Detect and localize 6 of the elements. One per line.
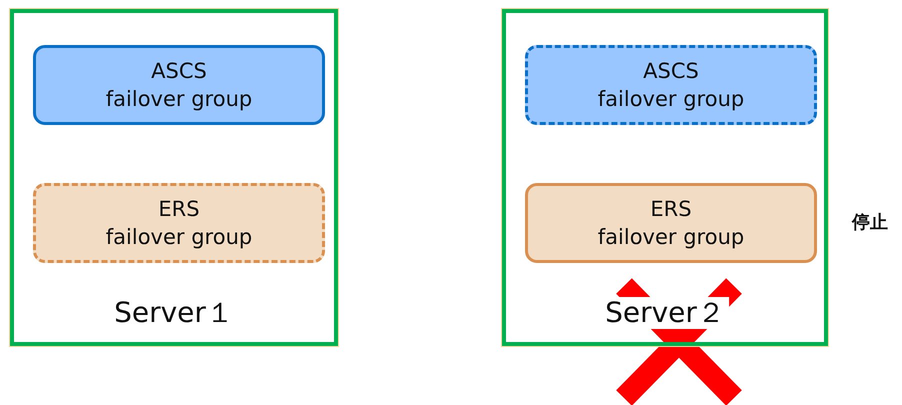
status-label: 停止	[852, 211, 888, 234]
failover-group-box: ERS failover group	[525, 183, 817, 263]
failover-group-box: ASCS failover group	[525, 45, 817, 125]
failover-group-box: ERS failover group	[33, 183, 325, 263]
failover-group-box: ASCS failover group	[33, 45, 325, 125]
server-frame	[10, 9, 338, 346]
